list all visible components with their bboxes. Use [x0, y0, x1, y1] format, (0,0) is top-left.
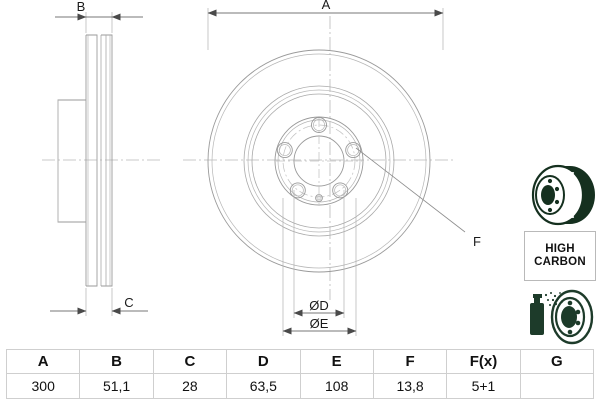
table-value-C: 28 — [152, 373, 228, 399]
bolt-holes — [276, 117, 362, 199]
table-header-G: G — [519, 349, 595, 374]
table-value-Fx: 5+1 — [446, 373, 521, 399]
high-carbon-line-1: HIGH — [545, 243, 575, 256]
table-value-F: 13,8 — [372, 373, 448, 399]
dimension-label-C: C — [124, 295, 133, 310]
dimension-label-D: ØD — [309, 298, 329, 313]
table-header-E: E — [299, 349, 374, 374]
high-carbon-badge: HIGH CARBON — [524, 231, 596, 281]
dimension-label-A: A — [322, 0, 331, 12]
table-header-B: B — [79, 349, 154, 374]
table-header-row: A B C D E F F(x) G — [5, 349, 595, 374]
table-value-A: 300 — [5, 373, 81, 399]
vented-brake-disc-icon — [524, 163, 598, 227]
disc-outer-circle — [207, 49, 431, 273]
table-header-F: F — [372, 349, 448, 374]
table-header-A: A — [5, 349, 81, 374]
side-section-view: B C — [42, 0, 160, 316]
dimension-leader-F — [355, 147, 466, 233]
dimension-label-F: F — [473, 234, 481, 249]
front-view: A ØD ØE F — [183, 0, 481, 336]
coated-brake-disc-icon — [524, 287, 598, 345]
table-header-Fx: F(x) — [446, 349, 521, 374]
table-header-D: D — [226, 349, 301, 374]
table-row: 300 51,1 28 63,5 108 13,8 5+1 — [5, 373, 595, 399]
table-value-D: 63,5 — [226, 373, 301, 399]
high-carbon-line-2: CARBON — [534, 256, 586, 268]
table-value-E: 108 — [299, 373, 374, 399]
table-value-B: 51,1 — [79, 373, 154, 399]
dimension-label-B: B — [77, 0, 86, 14]
specification-table: A B C D E F F(x) G 300 51,1 28 63,5 108 … — [5, 349, 595, 399]
table-header-C: C — [152, 349, 228, 374]
table-value-G — [519, 373, 595, 399]
dimension-label-E: ØE — [310, 316, 329, 331]
feature-icon-column: HIGH CARBON — [524, 163, 598, 345]
bolt-pitch-circle — [282, 124, 356, 198]
